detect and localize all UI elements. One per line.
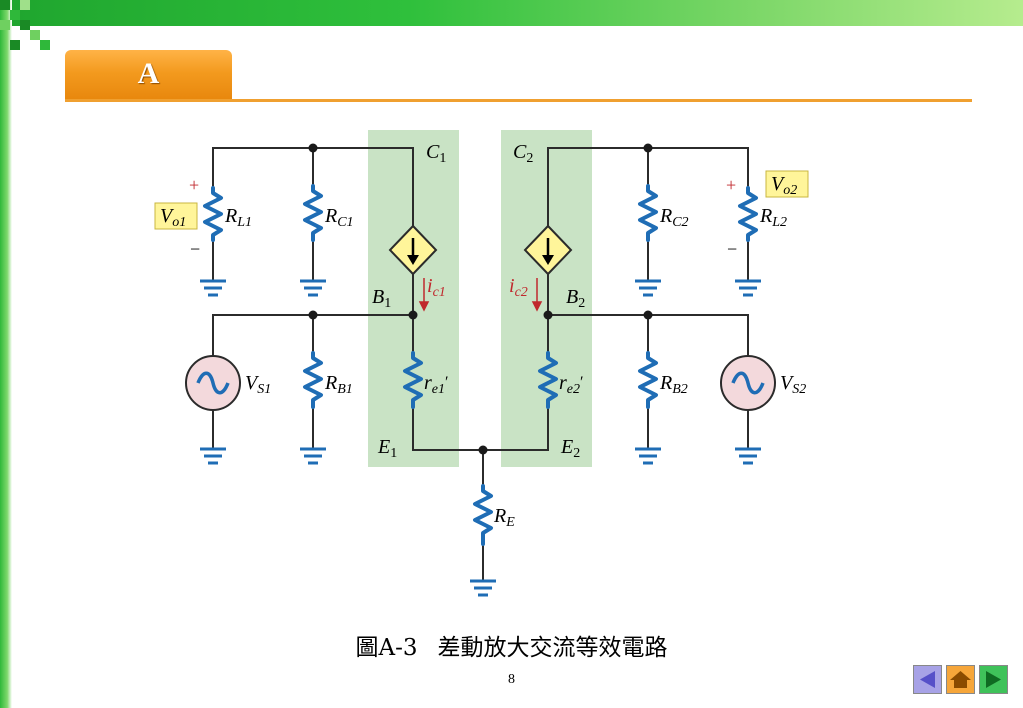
next-slide-button[interactable] <box>979 665 1008 694</box>
current-arrows <box>418 278 543 312</box>
corner-square <box>0 0 10 10</box>
resistor-rc1 <box>303 184 323 242</box>
ground-symbols <box>200 279 761 597</box>
junction-dots <box>308 143 653 455</box>
label-vs2: VS2 <box>780 372 806 397</box>
label-rc2: RC2 <box>659 205 689 230</box>
resistor-re2 <box>538 351 558 409</box>
resistor-rc2 <box>638 184 658 242</box>
label-rl2: RL2 <box>759 205 787 230</box>
label-ic1: ic1 <box>427 275 446 300</box>
label-base-2: B2 <box>566 286 585 311</box>
resistor-rl2 <box>738 186 758 242</box>
label-vo2: Vo2 <box>771 173 797 198</box>
corner-square <box>20 20 30 30</box>
corner-square <box>40 40 50 50</box>
ac-source-right <box>720 355 776 411</box>
resistor-rb1 <box>303 351 323 409</box>
section-label: A <box>137 57 160 90</box>
prev-slide-button[interactable] <box>913 665 942 694</box>
label-ic2: ic2 <box>509 275 528 300</box>
label-re1: re1′ <box>424 372 449 397</box>
label-collector-1: C1 <box>426 141 446 166</box>
resistor-rl1 <box>203 186 223 242</box>
corner-square <box>0 20 10 30</box>
label-collector-2: C2 <box>513 141 533 166</box>
minus-sign-right: − <box>727 239 737 259</box>
corner-square <box>10 40 20 50</box>
title-underline <box>65 99 972 102</box>
ac-source-left <box>185 355 241 411</box>
label-vs1: VS1 <box>245 372 271 397</box>
corner-square <box>10 10 20 20</box>
page-number: 8 <box>508 672 515 687</box>
output-box-right <box>765 170 809 198</box>
label-rb1: RB1 <box>324 372 353 397</box>
resistor-re1 <box>403 351 423 409</box>
label-rc1: RC1 <box>324 205 354 230</box>
current-source-right <box>523 224 573 276</box>
resistor-rb2 <box>638 351 658 409</box>
home-icon <box>950 671 971 688</box>
plus-sign-right: + <box>726 175 736 195</box>
label-base-1: B1 <box>372 286 391 311</box>
current-source-left <box>388 224 438 276</box>
label-vo1: Vo1 <box>160 205 186 230</box>
label-re2: re2′ <box>559 372 584 397</box>
corner-square <box>20 0 30 10</box>
triangle-right-icon <box>986 671 1001 688</box>
resistor-re <box>473 484 493 546</box>
triangle-left-icon <box>920 671 935 688</box>
label-rb2: RB2 <box>659 372 688 397</box>
section-tab: A <box>65 50 232 100</box>
label-re: RE <box>493 505 515 530</box>
plus-sign-left: + <box>189 175 199 195</box>
label-emitter-1: E1 <box>377 436 397 461</box>
transistor-box-right <box>501 130 592 467</box>
left-banner <box>0 0 12 708</box>
home-button[interactable] <box>946 665 975 694</box>
minus-sign-left: − <box>190 239 200 259</box>
top-banner <box>0 0 1023 26</box>
output-box-left <box>154 202 198 230</box>
caption-text: 差動放大交流等效電路 <box>437 635 668 661</box>
label-emitter-2: E2 <box>560 436 580 461</box>
figure-caption: 圖A-3 差動放大交流等效電路 <box>0 628 1023 662</box>
label-rl1: RL1 <box>224 205 252 230</box>
corner-square <box>30 30 40 40</box>
caption-number: 圖A-3 <box>355 635 418 661</box>
